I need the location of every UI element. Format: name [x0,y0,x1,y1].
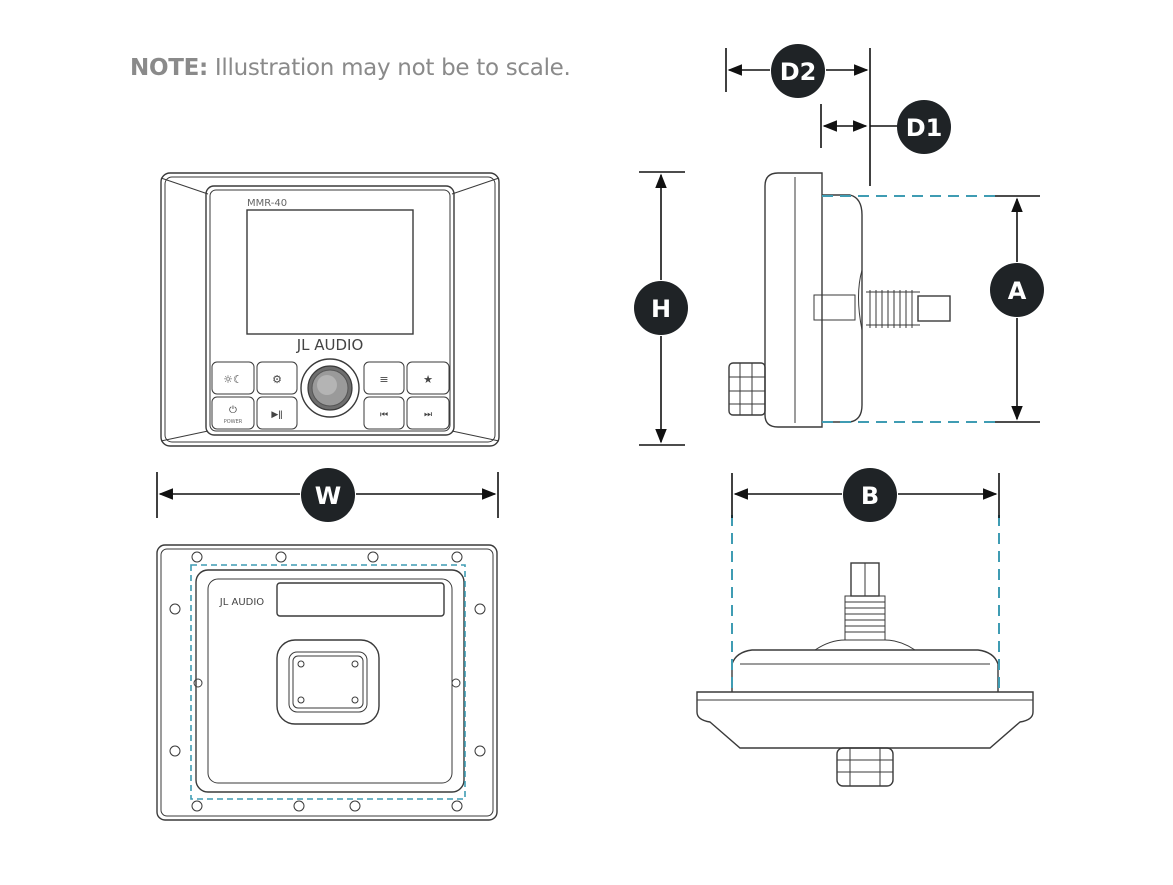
back-brand-logo: JL AUDIO [219,597,265,608]
power-label: POWER [224,419,243,425]
favorite-icon: ★ [423,373,433,386]
scale-note: NOTE: Illustration may not be to scale. [130,55,571,81]
favorite-button [406,361,450,395]
power-button [211,396,255,430]
dimension-d2-badge [771,44,825,98]
dimension-b-badge [843,468,897,522]
brightness-button [211,361,255,395]
dimension-d2-label: D2 [780,58,817,86]
dimension-d1: D1 [820,100,951,154]
dimension-h: H [634,171,688,446]
dimension-h-badge [634,281,688,335]
menu-icon: ≡ [379,373,388,386]
back-label-plate [276,582,445,617]
power-icon: ⏻ [229,405,237,416]
previous-button [363,396,405,430]
side-nut [728,362,766,416]
dimension-d1-badge [897,100,951,154]
front-view: MMR-40 JL AUDIO ☼☾ ⚙ ≡ ★ ⏻ POWER ▶ǁ ⏮ ⏭ [160,172,500,447]
side-view [728,172,951,428]
back-connector-plate [276,639,380,725]
settings-button [256,361,298,395]
dimension-a-badge [990,263,1044,317]
top-view [696,562,1034,787]
side-connector [866,290,951,328]
note-label: NOTE: [130,55,208,81]
menu-button [363,361,405,395]
dimension-b-label: B [861,482,879,510]
dimension-w-badge [301,468,355,522]
mounting-screws [169,551,486,812]
dimension-w: W [156,468,499,522]
model-label: MMR-40 [247,198,287,209]
dimension-d1-label: D1 [906,114,943,142]
dimension-b: B [731,468,1000,522]
note-text: Illustration may not be to scale. [214,55,571,81]
settings-icon: ⚙ [272,373,282,386]
rotary-knob-icon [300,358,360,418]
dimension-w-label: W [315,482,341,510]
dimension-d2: D2 [725,44,871,186]
play-pause-icon: ▶ǁ [271,410,282,420]
top-connector [844,562,886,641]
previous-track-icon: ⏮ [380,410,388,420]
back-cutout-outline [190,564,466,800]
dimension-a-label: A [1008,277,1027,305]
dimension-a: A [990,195,1044,423]
next-button [406,396,450,430]
play-pause-button [256,396,298,430]
front-brand-logo: JL AUDIO [296,336,364,354]
brightness-icon: ☼☾ [223,373,243,386]
top-nut [836,747,894,787]
display-screen [246,209,414,335]
back-view: JL AUDIO [156,544,498,821]
dimension-h-label: H [651,295,671,323]
next-track-icon: ⏭ [424,410,432,420]
